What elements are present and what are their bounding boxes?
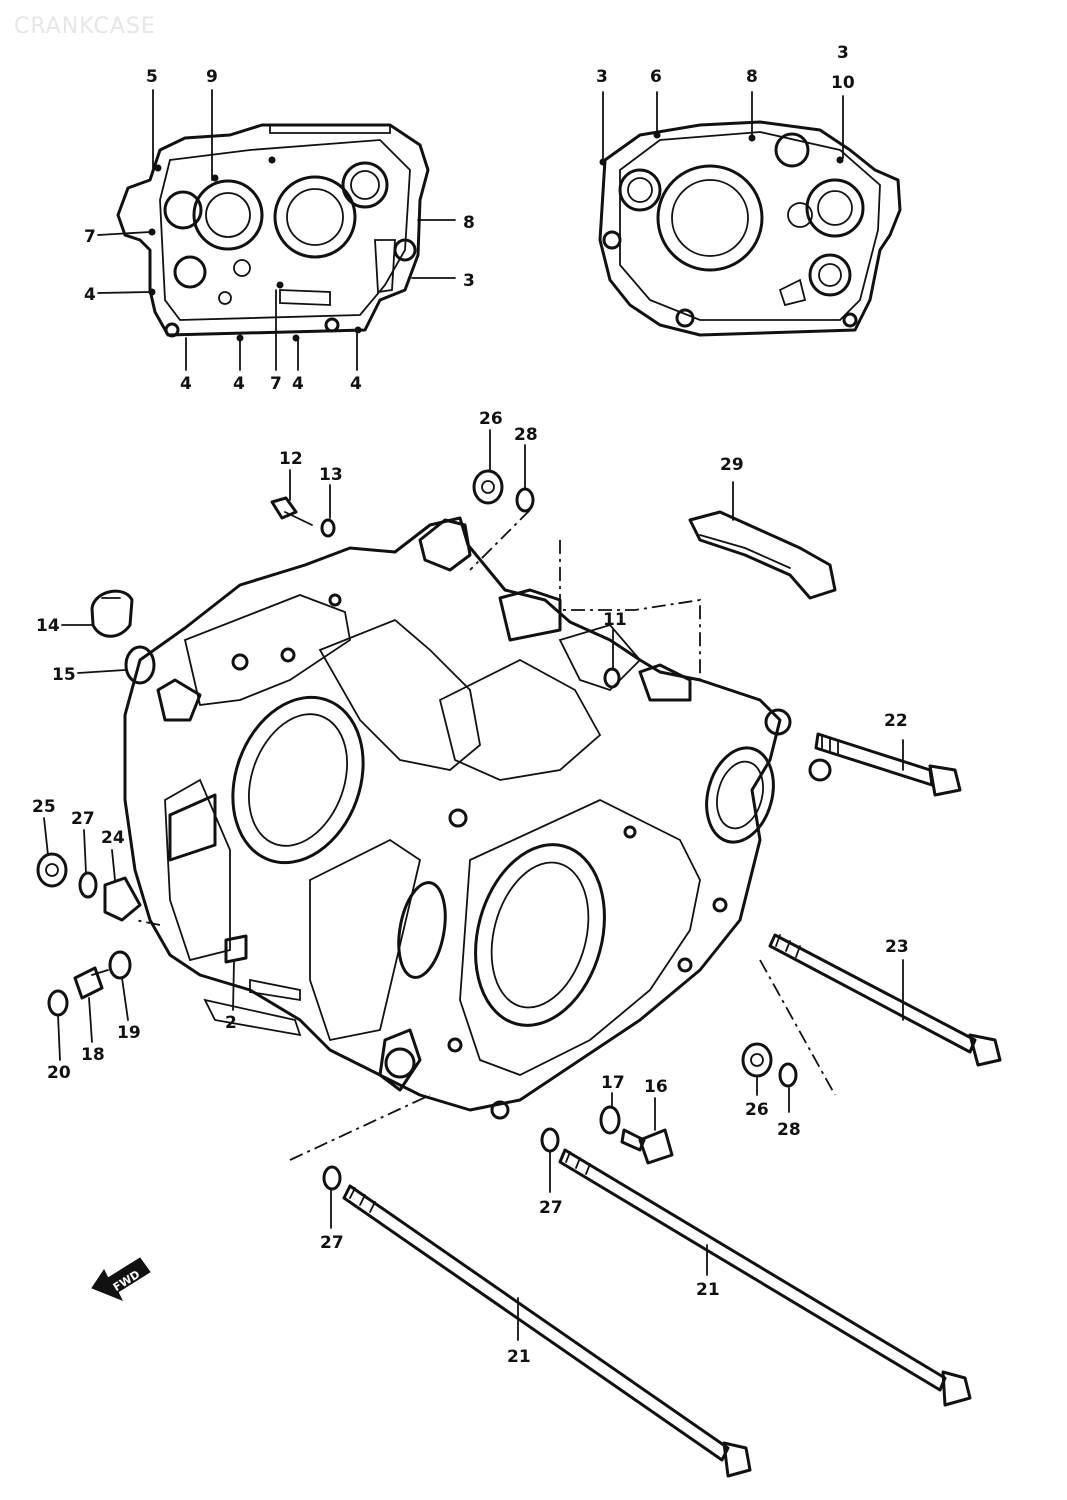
callout-labels: 5 9 7 4 4 4 7 4 4 8 3 3 6 8 3 10 26 28 2… xyxy=(32,43,909,1367)
part-11-o-ring xyxy=(603,667,621,689)
crankcase-half-left-view xyxy=(116,123,430,342)
leader-lines-right-view xyxy=(602,91,844,161)
callout-26: 26 xyxy=(745,1100,769,1120)
callout-28: 28 xyxy=(777,1120,801,1140)
callout-21: 21 xyxy=(696,1280,720,1300)
callout-13: 13 xyxy=(319,465,343,485)
part-26-nut-right xyxy=(741,1042,773,1078)
part-18-drain-plug xyxy=(73,966,109,1000)
part-19-gasket xyxy=(108,950,132,980)
callout-4: 4 xyxy=(84,285,96,305)
crankcase-half-right-view xyxy=(598,120,902,337)
callout-20: 20 xyxy=(47,1063,71,1083)
callout-25: 25 xyxy=(32,797,56,817)
part-29-chain-guide xyxy=(688,510,837,600)
callout-18: 18 xyxy=(81,1045,105,1065)
callout-10: 10 xyxy=(831,73,855,93)
part-28-washer-top xyxy=(515,487,535,513)
part-27-washer-left xyxy=(78,871,98,899)
callout-16: 16 xyxy=(644,1077,668,1097)
assembly-lines xyxy=(134,509,836,1161)
callout-9: 9 xyxy=(206,67,218,87)
callout-27: 27 xyxy=(320,1233,344,1253)
callout-19: 19 xyxy=(117,1023,141,1043)
diagram-watermark: CRANKCASE xyxy=(14,14,156,39)
callout-29: 29 xyxy=(720,455,744,475)
part-14-oil-filler-cap xyxy=(90,589,134,638)
part-13-washer xyxy=(320,518,336,538)
part-28-washer-right xyxy=(778,1062,798,1088)
callout-14: 14 xyxy=(36,616,60,636)
callout-15: 15 xyxy=(52,665,76,685)
part-26-nut-top xyxy=(472,469,504,505)
callout-4: 4 xyxy=(233,374,245,394)
callout-26: 26 xyxy=(479,409,503,429)
callout-7: 7 xyxy=(270,374,282,394)
part-25-nut xyxy=(36,852,68,888)
callout-7: 7 xyxy=(84,227,96,247)
part-21-bolt-left xyxy=(342,1184,752,1478)
callout-3: 3 xyxy=(596,67,608,87)
part-20-plug xyxy=(47,989,69,1017)
part-15-o-ring xyxy=(124,645,156,685)
callout-24: 24 xyxy=(101,828,125,848)
crankcase-main-assembly xyxy=(123,516,832,1120)
callout-8: 8 xyxy=(746,67,758,87)
callout-23: 23 xyxy=(885,937,909,957)
callout-27: 27 xyxy=(539,1198,563,1218)
part-24-bushing xyxy=(103,876,142,922)
part-27-washer-mid xyxy=(540,1127,560,1153)
callout-28: 28 xyxy=(514,425,538,445)
part-21-bolt-right xyxy=(558,1148,972,1407)
callout-4: 4 xyxy=(350,374,362,394)
callout-27: 27 xyxy=(71,809,95,829)
fwd-arrow-icon: FWD xyxy=(91,1257,151,1301)
callout-12: 12 xyxy=(279,449,303,469)
callout-4: 4 xyxy=(292,374,304,394)
callout-4: 4 xyxy=(180,374,192,394)
callout-3: 3 xyxy=(837,43,849,63)
callout-11: 11 xyxy=(603,610,627,630)
callout-17: 17 xyxy=(601,1073,625,1093)
callout-22: 22 xyxy=(884,711,908,731)
leader-lines-main xyxy=(43,429,904,1341)
callout-6: 6 xyxy=(650,67,662,87)
callout-8: 8 xyxy=(463,213,475,233)
callout-5: 5 xyxy=(146,67,158,87)
callout-21: 21 xyxy=(507,1347,531,1367)
part-22-bolt xyxy=(814,732,962,797)
part-17-washer xyxy=(599,1105,621,1135)
part-27-washer-bottom xyxy=(322,1165,342,1191)
leader-lines-left-view xyxy=(97,89,456,371)
part-23-bolt xyxy=(768,933,1002,1067)
callout-3: 3 xyxy=(463,271,475,291)
callout-2: 2 xyxy=(225,1013,237,1033)
part-16-bolt xyxy=(620,1128,674,1165)
part-12-bolt xyxy=(270,496,313,526)
